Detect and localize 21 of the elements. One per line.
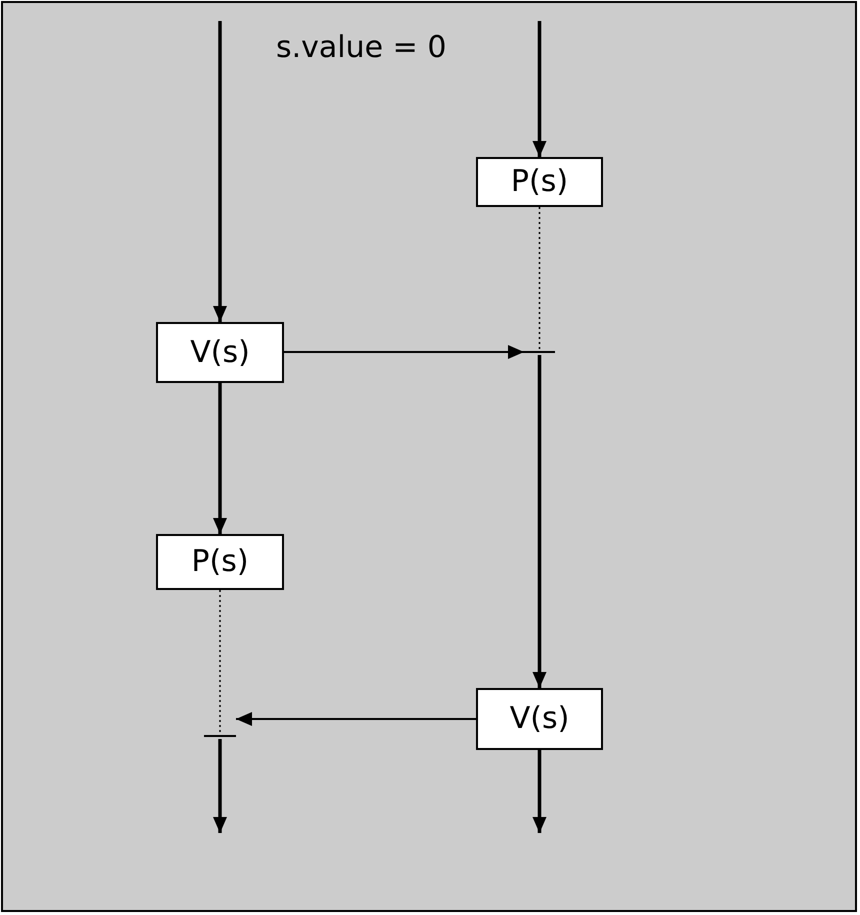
- arrow: [213, 383, 227, 534]
- process-box: [476, 157, 603, 207]
- sync-tick-mark: [524, 349, 555, 355]
- arrow: [532, 750, 546, 833]
- box-label: V(s): [510, 704, 570, 734]
- arrow: [213, 739, 227, 833]
- arrow: [532, 355, 546, 688]
- process-box: [476, 688, 603, 750]
- arrow: [213, 21, 227, 322]
- box-label: P(s): [191, 547, 249, 577]
- dotted-connector: [219, 590, 221, 733]
- arrow: [236, 712, 476, 726]
- box-label: P(s): [510, 167, 568, 197]
- arrow: [532, 21, 546, 157]
- process-box: [156, 322, 284, 383]
- initial-value-note: s.value = 0: [276, 30, 446, 65]
- dotted-connector: [538, 207, 540, 349]
- sync-tick-mark: [204, 733, 236, 739]
- process-box: [156, 534, 284, 590]
- arrow: [284, 345, 524, 359]
- box-label: V(s): [190, 338, 250, 368]
